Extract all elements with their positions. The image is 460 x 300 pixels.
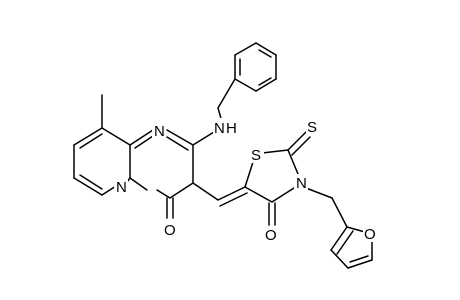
bond	[219, 192, 248, 207]
bond	[101, 185, 117, 196]
amine-hydrogen-label: H	[226, 120, 237, 137]
bond	[305, 187, 333, 199]
thioxo-sulfur-label: S	[307, 119, 317, 136]
bond	[192, 131, 215, 146]
bond	[79, 133, 103, 149]
bridgehead-nitrogen-label: N	[116, 179, 127, 196]
pyrimidine-nitrogen-label: N	[154, 123, 165, 140]
bond	[244, 161, 254, 188]
bond	[234, 78, 257, 92]
bond	[255, 42, 277, 56]
bond	[129, 129, 154, 146]
bond	[166, 129, 194, 146]
amine-nitrogen-label: N	[214, 120, 225, 137]
bond	[287, 131, 307, 151]
bond	[156, 189, 171, 199]
bond	[244, 186, 273, 203]
bond	[169, 182, 194, 199]
bond	[346, 226, 366, 233]
bonds	[73, 42, 373, 269]
bond	[271, 187, 295, 203]
bond	[347, 259, 373, 269]
bond	[192, 182, 219, 201]
pyrimidinone-oxygen-label: O	[164, 222, 176, 239]
bond	[330, 249, 349, 269]
furan-oxygen-label: O	[364, 226, 376, 243]
bond	[134, 135, 154, 149]
ring-sulfur-label: S	[251, 147, 261, 164]
bond	[79, 174, 103, 190]
bond	[234, 42, 257, 56]
bond	[258, 77, 272, 86]
atom-labels: N H N N O S S N O O	[114, 118, 379, 244]
bond	[261, 149, 289, 154]
bond	[217, 78, 236, 109]
bond	[73, 127, 103, 146]
bond	[217, 186, 246, 201]
bond	[331, 197, 348, 228]
bond	[330, 226, 348, 251]
thiazolidine-nitrogen-label: N	[296, 175, 307, 192]
bond	[349, 255, 369, 263]
bond	[287, 149, 299, 175]
bond	[101, 127, 131, 146]
bond	[258, 49, 272, 58]
thiazolidinone-oxygen-label: O	[265, 227, 277, 244]
bond	[129, 177, 148, 191]
bond	[336, 230, 354, 255]
bond	[255, 78, 277, 92]
bond	[73, 177, 103, 196]
bond	[166, 136, 189, 151]
bond	[291, 136, 311, 156]
